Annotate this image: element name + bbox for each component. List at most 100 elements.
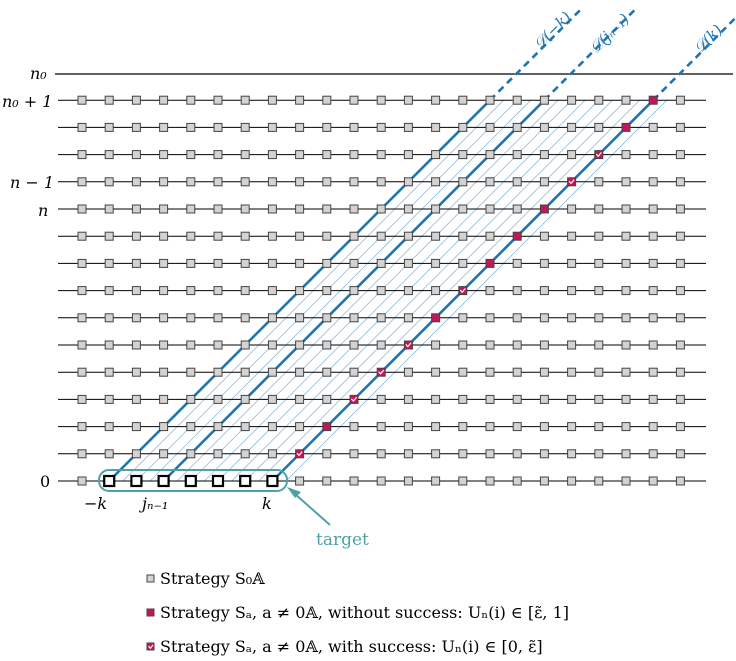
strategy-0-square [431, 122, 441, 132]
strategy-0-square [458, 231, 468, 241]
strategy-0-square [539, 231, 549, 241]
strategy-0-square [213, 177, 223, 187]
strategy-0-square [159, 422, 169, 432]
strategy-0-square [322, 231, 332, 241]
strategy-0-square [77, 95, 87, 105]
target-label: target [316, 530, 369, 550]
strategy-0-square [186, 286, 196, 296]
strategy-0-square [159, 95, 169, 105]
diagonal-label-d-k: 𝒟(k) [690, 21, 726, 57]
strategy-0-square [594, 286, 604, 296]
strategy-0-square [512, 422, 522, 432]
strategy-0-square [322, 122, 332, 132]
strategy-a-square [431, 313, 441, 323]
target-square [184, 474, 197, 488]
strategy-0-square [295, 122, 305, 132]
strategy-0-square [431, 340, 441, 350]
strategy-0-square [267, 231, 277, 241]
strategy-0-square [648, 476, 658, 486]
strategy-0-square [458, 122, 468, 132]
strategy-0-square [431, 449, 441, 459]
strategy-0-square [485, 122, 495, 132]
strategy-0-square [485, 286, 495, 296]
strategy-0-square [77, 204, 87, 214]
strategy-0-square [675, 122, 685, 132]
strategy-0-square [403, 313, 413, 323]
strategy-0-square [485, 95, 495, 105]
strategy-0-square [621, 150, 631, 160]
strategy-0-square [458, 422, 468, 432]
strategy-0-square [267, 122, 277, 132]
strategy-0-square [431, 231, 441, 241]
strategy-0-square [594, 367, 604, 377]
strategy-0-square [621, 258, 631, 268]
column-label-minus-k: −k [84, 494, 107, 513]
strategy-0-square [104, 394, 114, 404]
strategy-0-square [648, 422, 658, 432]
strategy-0-square [349, 313, 359, 323]
strategy-0-square [349, 258, 359, 268]
strategy-0-square [322, 286, 332, 296]
strategy-0-square [675, 340, 685, 350]
strategy-0-square [539, 367, 549, 377]
strategy-0-square [186, 150, 196, 160]
strategy-0-square [131, 122, 141, 132]
strategy-0-square [675, 394, 685, 404]
strategy-0-square [376, 177, 386, 187]
diagonal-label-d-minus-k: 𝒟(−k) [530, 8, 575, 53]
strategy-0-square [485, 177, 495, 187]
strategy-0-square [213, 367, 223, 377]
strategy-0-square [213, 95, 223, 105]
strategy-0-square [648, 449, 658, 459]
strategy-0-square [186, 95, 196, 105]
strategy-0-square [240, 95, 250, 105]
strategy-0-square [240, 231, 250, 241]
strategy-0-square [131, 95, 141, 105]
check-icon [405, 342, 412, 348]
strategy-0-square [213, 150, 223, 160]
strategy-0-square [159, 231, 169, 241]
strategy-0-square [485, 340, 495, 350]
strategy-0-square [567, 95, 577, 105]
strategy-0-square [431, 394, 441, 404]
strategy-a-square [485, 258, 495, 268]
strategy-0-square [240, 204, 250, 214]
strategy-0-square [621, 286, 631, 296]
strategy-0-square [77, 258, 87, 268]
target-box [98, 469, 288, 492]
strategy-0-square [349, 422, 359, 432]
thick-diagonal-lines [108, 6, 736, 482]
strategy-0-square [431, 422, 441, 432]
strategy-0-square [621, 177, 631, 187]
strategy-0-square [539, 122, 549, 132]
strategy-0-square [213, 286, 223, 296]
strategy-0-square [539, 313, 549, 323]
strategy-0-square [267, 204, 277, 214]
legend-text-filled: Strategy Sₐ, a ≠ 0𝔸, without success: Uₙ… [160, 603, 569, 622]
strategy-0-square [539, 177, 549, 187]
strategy-0-square [567, 476, 577, 486]
strategy-0-square [431, 204, 441, 214]
strategy-0-square [240, 150, 250, 160]
strategy-0-square [131, 313, 141, 323]
strategy-0-square [213, 340, 223, 350]
strategy-0-square [539, 150, 549, 160]
strategy-0-square [213, 258, 223, 268]
strategy-0-square [240, 122, 250, 132]
strategy-0-square [403, 258, 413, 268]
strategy-0-square [295, 394, 305, 404]
strategy-0-square [403, 367, 413, 377]
strategy-0-square [675, 177, 685, 187]
strategy-0-square [648, 286, 658, 296]
strategy-0-square [295, 258, 305, 268]
strategy-0-square [567, 231, 577, 241]
strategy-0-square [77, 367, 87, 377]
strategy-0-square [131, 177, 141, 187]
strategy-0-square [621, 204, 631, 214]
strategy-0-square [403, 204, 413, 214]
strategy-0-square [376, 449, 386, 459]
strategy-0-square [431, 150, 441, 160]
strategy-0-square [322, 150, 332, 160]
strategy-0-square [403, 177, 413, 187]
strategy-0-square [131, 286, 141, 296]
